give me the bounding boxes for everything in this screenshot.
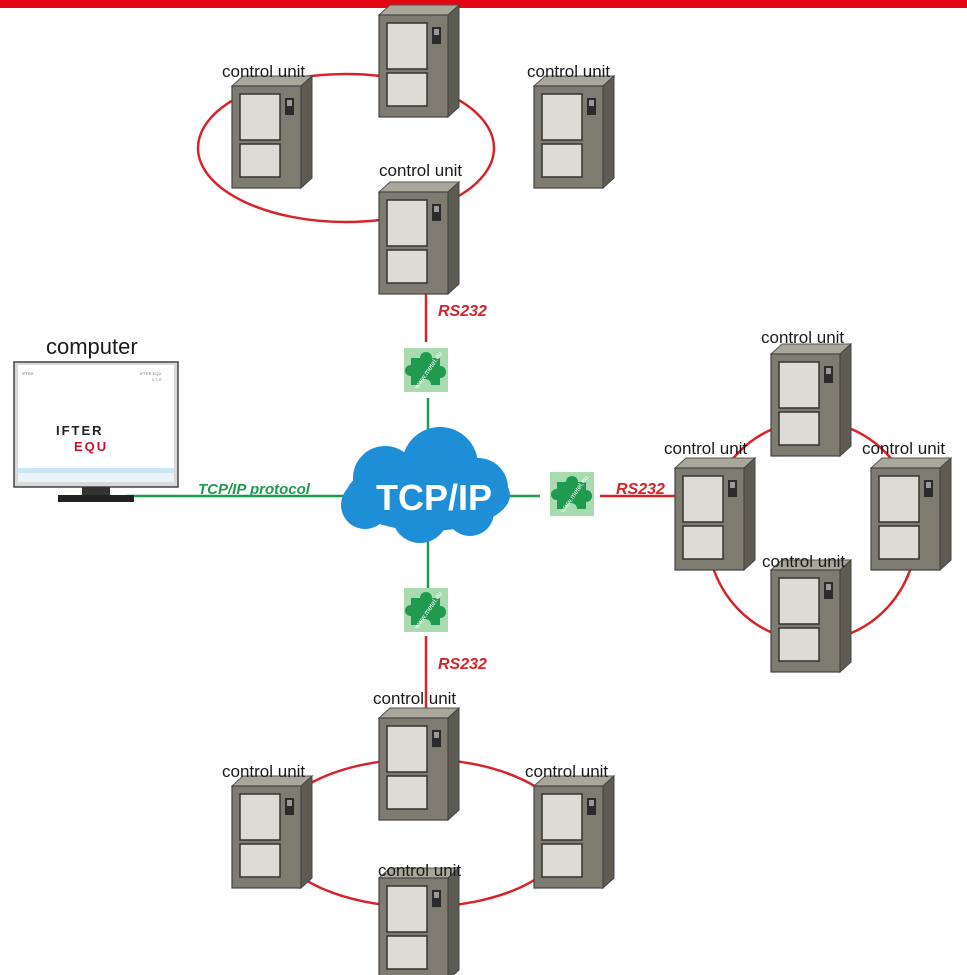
rs232-label-right: RS232 [616, 481, 665, 498]
cu-top-2 [533, 75, 615, 189]
unit-label-top-right: control unit [527, 62, 611, 81]
cu-right-0 [770, 343, 852, 457]
cu-bottom-0 [378, 707, 460, 821]
unit-label-right-right: control unit [862, 439, 946, 458]
cu-top-3 [378, 181, 460, 295]
rs232-label-top: RS232 [438, 303, 487, 320]
cu-right-3 [770, 559, 852, 673]
screen-corner-right-bottom: V 1.0 [152, 377, 162, 382]
screen-title: IFTER [56, 423, 104, 438]
cu-bottom-2 [533, 775, 615, 889]
cu-top-0 [378, 4, 460, 118]
unit-label-right-top: control unit [761, 328, 845, 347]
unit-label-right-bottom: control unit [762, 552, 846, 571]
tcpip-cloud [341, 427, 510, 543]
unit-label-bottom-top: control unit [373, 689, 457, 708]
top-red-bar [0, 0, 967, 8]
unit-label-right-left: control unit [664, 439, 748, 458]
unit-label-top-left: control unit [222, 62, 306, 81]
computer-label: computer [46, 334, 138, 359]
cu-right-2 [870, 457, 952, 571]
cloud-label: TCP/IP [376, 477, 493, 518]
tcp-link-label: TCP/IP protocol [198, 481, 310, 498]
computer-monitor [13, 361, 179, 502]
screen-corner-left: IFTER [22, 371, 34, 376]
unit-label-bottom-right: control unit [525, 762, 609, 781]
screen-subtitle: EQU [74, 439, 109, 454]
cu-bottom-1 [231, 775, 313, 889]
unit-label-top-bottom: control unit [379, 161, 463, 180]
rs232-label-bottom: RS232 [438, 656, 487, 673]
cu-bottom-3 [378, 867, 460, 975]
cu-top-1 [231, 75, 313, 189]
unit-label-bottom-left: control unit [222, 762, 306, 781]
unit-label-bottom-bottom: control unit [378, 861, 462, 880]
cu-right-1 [674, 457, 756, 571]
screen-corner-right-top: IFTER EQU [140, 371, 162, 376]
top-ring-loop [196, 72, 496, 224]
